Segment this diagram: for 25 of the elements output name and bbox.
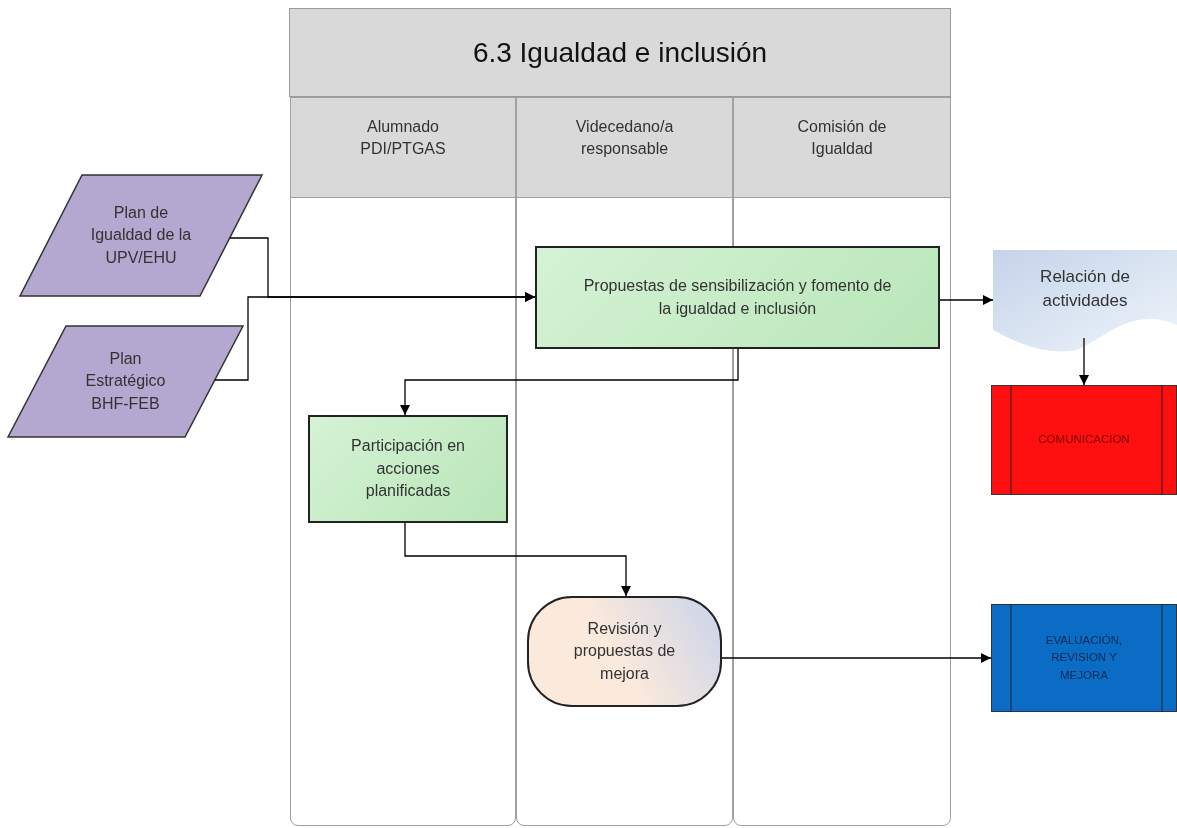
process-box bbox=[308, 415, 508, 523]
process-label: EVALUACIÓN, REVISION Y MEJORA bbox=[1044, 633, 1124, 683]
lane-header bbox=[516, 97, 733, 198]
process-box bbox=[535, 246, 940, 349]
lane-label: Videcedano/a responsable bbox=[574, 117, 675, 160]
input-label: Plan Estratégico BHF-FEB bbox=[84, 348, 167, 414]
process-label: COMUNICACION bbox=[1038, 432, 1130, 448]
process-label: Revisión y propuestas de mejora bbox=[572, 618, 677, 684]
title-box bbox=[289, 8, 951, 97]
lane-label: Comisión de Igualdad bbox=[796, 117, 888, 160]
title-text: 6.3 Igualdad e inclusión bbox=[472, 35, 768, 70]
input-label: Plan de Igualdad de la UPV/EHU bbox=[90, 202, 192, 268]
lane-header bbox=[290, 97, 516, 198]
arrow bbox=[1079, 337, 1089, 386]
arrow bbox=[214, 292, 536, 381]
lane-label: Alumnado PDI/PTGAS bbox=[359, 117, 447, 160]
document-label: Relación de actividades bbox=[1039, 266, 1131, 312]
process-label: Propuestas de sensibilización y fomento de la igualdad e inclusión bbox=[582, 276, 893, 319]
arrow bbox=[400, 348, 739, 416]
arrow bbox=[721, 653, 992, 663]
arrow bbox=[939, 295, 994, 305]
arrow bbox=[404, 522, 631, 597]
lane-header bbox=[733, 97, 951, 198]
rounded-process-box bbox=[527, 596, 722, 707]
process-label: Participación en acciones planificadas bbox=[350, 436, 466, 502]
